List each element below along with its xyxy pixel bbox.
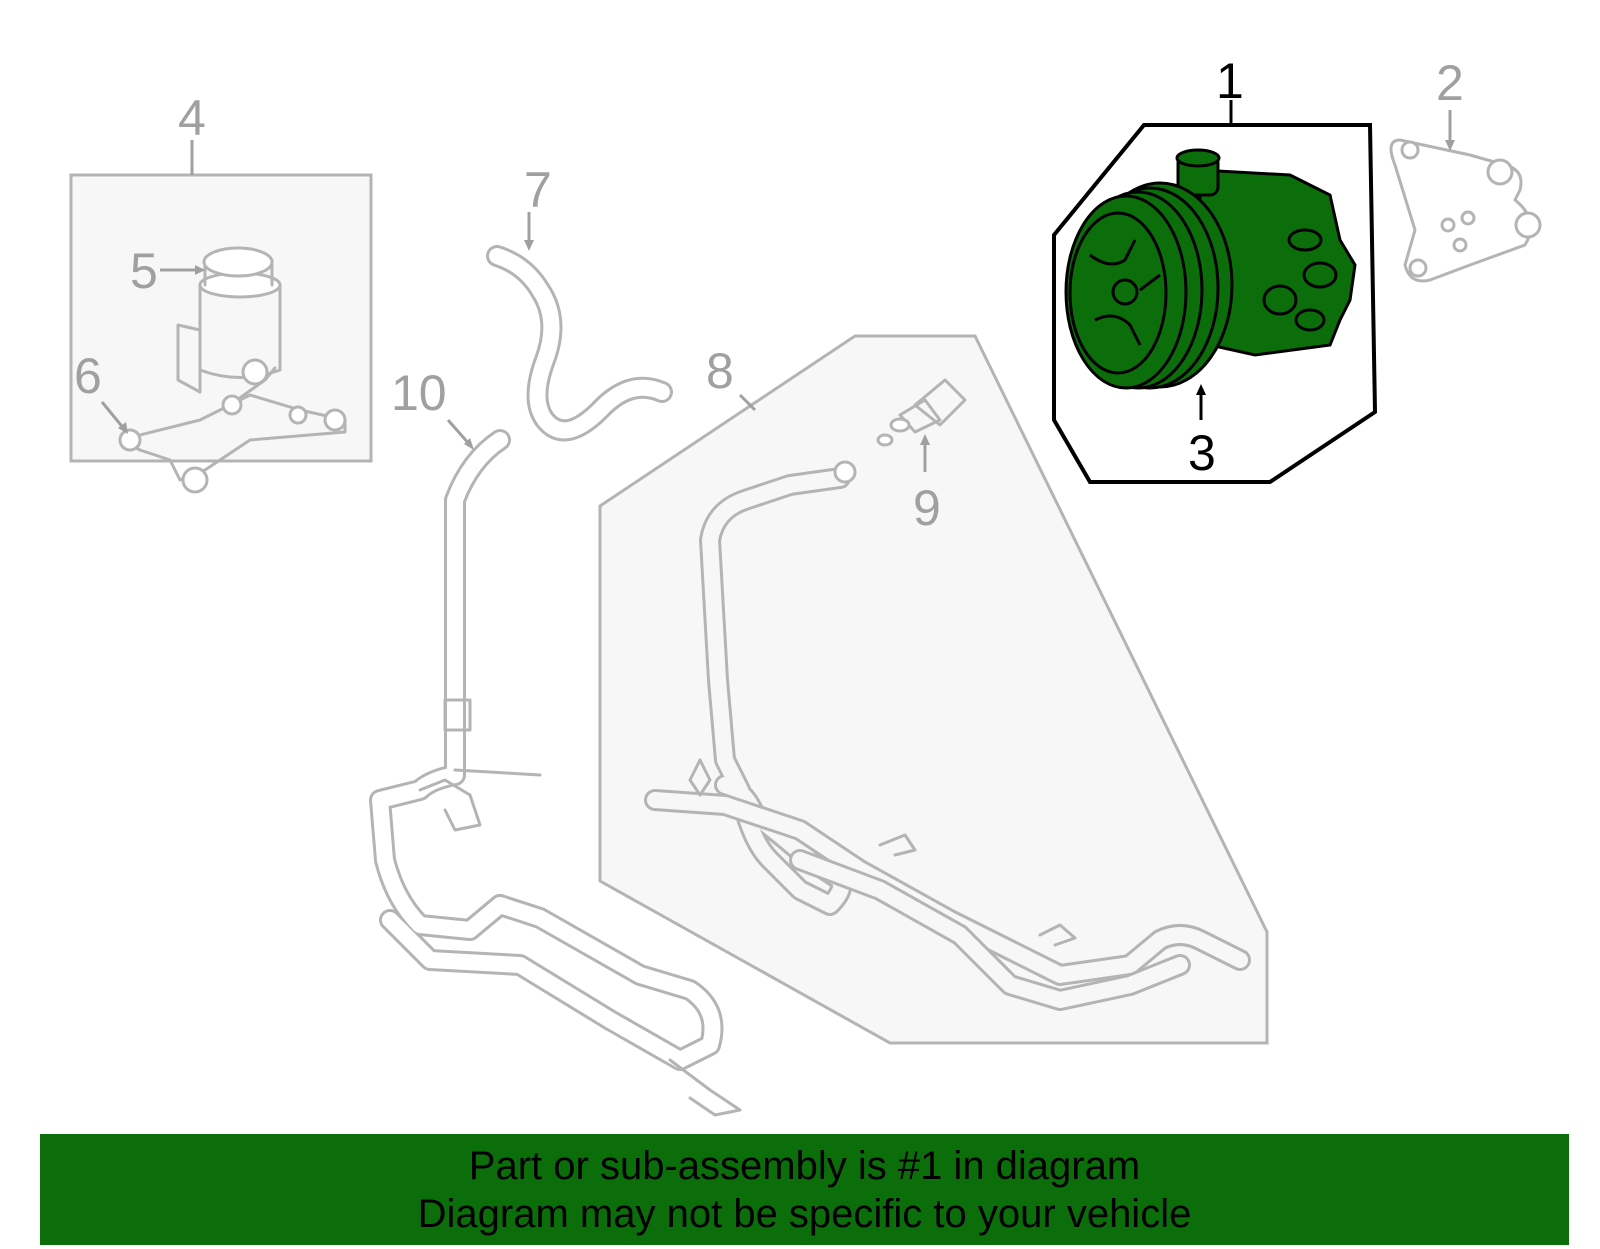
callout-9[interactable]: 9 [913, 480, 941, 536]
info-banner: Part or sub-assembly is #1 in diagram Di… [40, 1134, 1569, 1245]
reservoir-drawing [118, 246, 347, 494]
callout-7[interactable]: 7 [524, 162, 552, 218]
callout-4[interactable]: 4 [178, 90, 206, 146]
fitting-9-drawing [876, 378, 967, 472]
callout-5[interactable]: 5 [130, 243, 158, 299]
callout-1[interactable]: 1 [1216, 53, 1244, 109]
pump-assembly-group [1052, 100, 1378, 484]
reservoir-assembly-group [69, 140, 373, 494]
hose-7-drawing [486, 212, 673, 442]
callout-3[interactable]: 3 [1188, 425, 1216, 481]
line-10-drawing [369, 419, 742, 1117]
callout-labels: 1 2 3 4 5 6 7 8 9 10 [74, 53, 1464, 536]
bracket-2-drawing [1389, 110, 1542, 283]
power-steering-pump-drawing [1064, 148, 1357, 390]
callout-10[interactable]: 10 [391, 365, 447, 421]
banner-line-disclaimer: Diagram may not be specific to your vehi… [417, 1192, 1192, 1236]
callout-2[interactable]: 2 [1436, 55, 1464, 111]
callout-8[interactable]: 8 [706, 343, 734, 399]
banner-line-part-number: Part or sub-assembly is #1 in diagram [468, 1144, 1141, 1188]
callout-6[interactable]: 6 [74, 348, 102, 404]
pressure-line-group [598, 334, 1269, 1045]
